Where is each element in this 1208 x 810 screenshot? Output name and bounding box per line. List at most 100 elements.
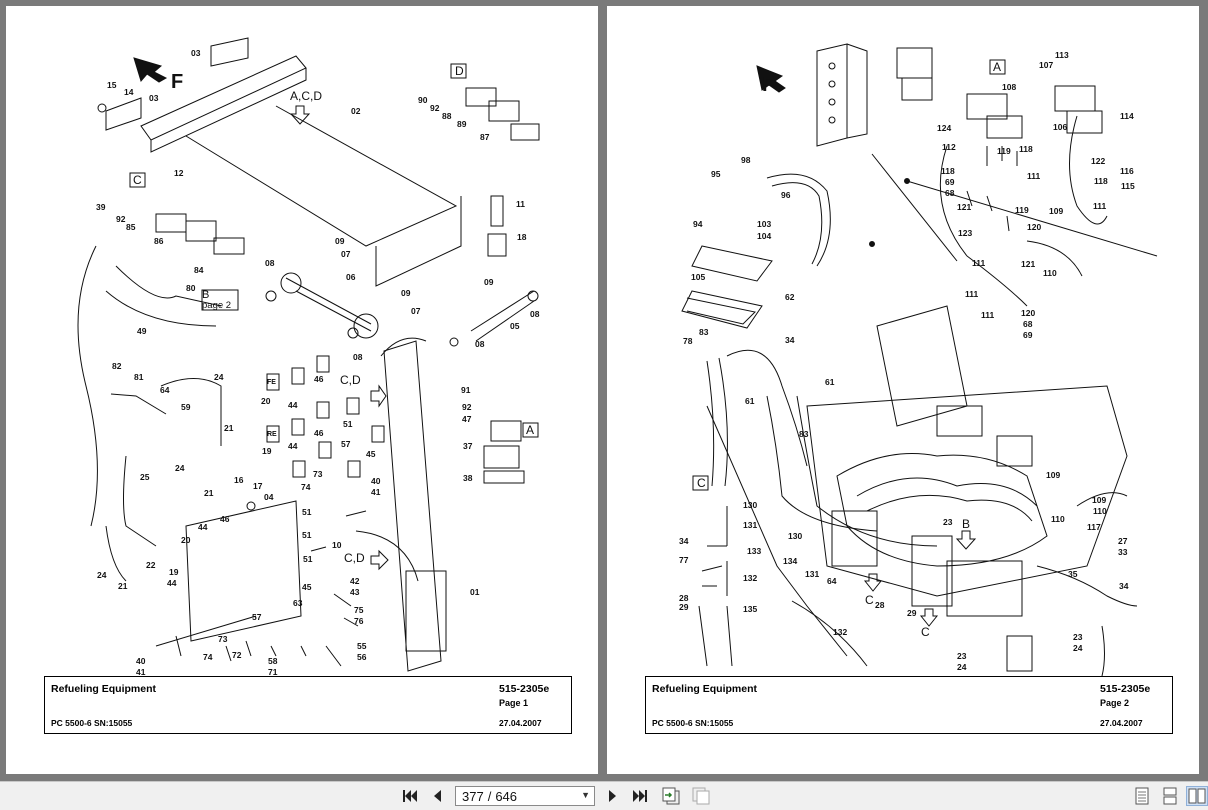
svg-text:134: 134: [783, 556, 797, 566]
svg-text:09: 09: [335, 236, 345, 246]
svg-text:B: B: [202, 289, 209, 301]
svg-text:04: 04: [264, 492, 274, 502]
svg-text:109: 109: [1046, 470, 1060, 480]
next-page-icon[interactable]: [604, 786, 622, 806]
svg-text:C,D: C,D: [340, 373, 361, 387]
continuous-icon[interactable]: [1160, 786, 1180, 806]
svg-text:83: 83: [799, 429, 809, 439]
svg-text:118: 118: [1094, 176, 1108, 186]
svg-text:29: 29: [679, 602, 689, 612]
go-forward-view-icon[interactable]: [690, 786, 712, 806]
title-block: Refueling Equipment PC 5500-6 SN:15055 5…: [44, 676, 572, 734]
svg-text:33: 33: [1118, 547, 1128, 557]
svg-text:92: 92: [462, 402, 472, 412]
first-page-icon[interactable]: [400, 786, 420, 806]
svg-text:59: 59: [181, 402, 191, 412]
svg-text:92: 92: [116, 214, 126, 224]
svg-text:112: 112: [942, 142, 956, 152]
svg-text:69: 69: [1023, 330, 1033, 340]
svg-text:132: 132: [743, 573, 757, 583]
svg-text:44: 44: [288, 441, 298, 451]
svg-text:17: 17: [253, 481, 263, 491]
drawing-code: 515-2305e: [499, 683, 550, 695]
svg-text:119: 119: [1015, 205, 1029, 215]
svg-text:120: 120: [1027, 222, 1041, 232]
svg-text:38: 38: [463, 473, 473, 483]
svg-text:75: 75: [354, 605, 364, 615]
svg-text:RE: RE: [267, 431, 277, 438]
svg-text:51: 51: [343, 419, 353, 429]
svg-text:08: 08: [530, 309, 540, 319]
page-number-field[interactable]: 377 / 646 ▼: [455, 786, 595, 806]
svg-text:07: 07: [341, 249, 351, 259]
svg-text:24: 24: [97, 570, 107, 580]
svg-text:24: 24: [957, 662, 967, 672]
svg-text:25: 25: [140, 472, 150, 482]
svg-text:135: 135: [743, 604, 757, 614]
svg-text:81: 81: [134, 372, 144, 382]
go-back-view-icon[interactable]: [660, 786, 682, 806]
svg-text:20: 20: [261, 396, 271, 406]
svg-text:44: 44: [167, 578, 177, 588]
svg-text:57: 57: [252, 612, 262, 622]
svg-text:121: 121: [1021, 259, 1035, 269]
svg-text:69: 69: [945, 177, 955, 187]
machine-model: PC 5500-6 SN:15055: [51, 718, 133, 728]
facing-pages-icon[interactable]: [1186, 786, 1208, 806]
svg-text:FE: FE: [267, 379, 276, 386]
svg-text:41: 41: [136, 667, 146, 677]
svg-text:08: 08: [475, 339, 485, 349]
svg-text:45: 45: [366, 449, 376, 459]
last-page-icon[interactable]: [630, 786, 650, 806]
svg-text:28: 28: [679, 593, 689, 603]
svg-text:117: 117: [1087, 522, 1101, 532]
svg-text:124: 124: [937, 123, 951, 133]
svg-text:87: 87: [480, 132, 490, 142]
previous-page-icon[interactable]: [428, 786, 446, 806]
svg-text:110: 110: [1093, 506, 1107, 516]
svg-text:89: 89: [457, 119, 467, 129]
svg-text:111: 111: [965, 289, 979, 299]
svg-text:118: 118: [1019, 144, 1033, 154]
svg-text:24: 24: [175, 463, 185, 473]
svg-text:82: 82: [112, 361, 122, 371]
single-page-icon[interactable]: [1132, 786, 1152, 806]
current-page[interactable]: 377: [462, 788, 484, 804]
svg-text:24: 24: [1073, 643, 1083, 653]
svg-text:106: 106: [1053, 122, 1067, 132]
svg-text:C: C: [921, 625, 930, 639]
svg-text:C: C: [133, 173, 142, 187]
svg-text:105: 105: [691, 272, 705, 282]
svg-text:03: 03: [149, 93, 159, 103]
svg-text:71: 71: [268, 667, 278, 677]
svg-text:121: 121: [957, 202, 971, 212]
svg-text:68: 68: [1023, 319, 1033, 329]
svg-text:90: 90: [418, 95, 428, 105]
svg-text:23: 23: [957, 651, 967, 661]
svg-text:123: 123: [958, 228, 972, 238]
chevron-down-icon[interactable]: ▼: [581, 790, 590, 800]
drawing-code: 515-2305e: [1100, 683, 1151, 695]
svg-text:85: 85: [126, 222, 136, 232]
svg-text:28: 28: [875, 600, 885, 610]
svg-text:A,C,D: A,C,D: [290, 89, 322, 103]
svg-text:110: 110: [1051, 514, 1065, 524]
svg-text:80: 80: [186, 283, 196, 293]
svg-text:08: 08: [265, 258, 275, 268]
title-block: Refueling Equipment PC 5500-6 SN:15055 5…: [645, 676, 1173, 734]
svg-text:27: 27: [1118, 536, 1128, 546]
svg-text:46: 46: [220, 514, 230, 524]
svg-text:98: 98: [741, 155, 751, 165]
svg-text:61: 61: [745, 396, 755, 406]
drawing-title: Refueling Equipment: [652, 683, 757, 695]
svg-text:14: 14: [124, 87, 134, 97]
svg-text:03: 03: [191, 48, 201, 58]
svg-text:119: 119: [997, 146, 1011, 156]
svg-text:88: 88: [442, 111, 452, 121]
svg-text:108: 108: [1002, 82, 1016, 92]
svg-text:46: 46: [314, 428, 324, 438]
svg-text:73: 73: [218, 634, 228, 644]
